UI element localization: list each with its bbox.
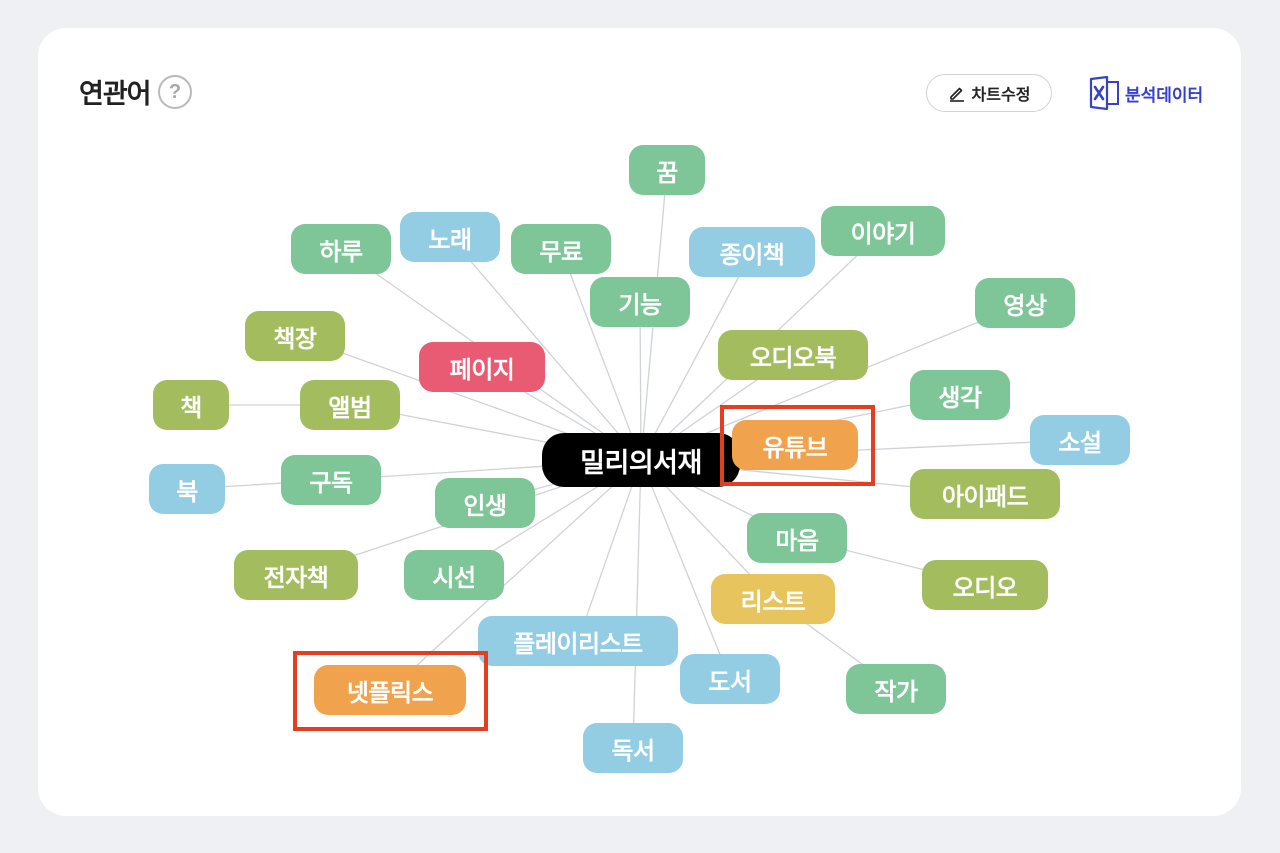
word-node-netflix[interactable]: 넷플릭스 (314, 665, 466, 715)
word-node-haru[interactable]: 하루 (291, 224, 391, 274)
word-node-maeum[interactable]: 마음 (747, 513, 847, 563)
word-node-jongichaek[interactable]: 종이책 (689, 227, 815, 277)
word-node-chaek[interactable]: 책 (153, 380, 229, 430)
word-node-jeonjachaek[interactable]: 전자책 (234, 550, 358, 600)
highlight-box-youtube (720, 405, 875, 486)
word-node-muryo[interactable]: 무료 (511, 224, 611, 274)
word-node-gudok[interactable]: 구독 (281, 455, 381, 505)
word-node-yeongsang[interactable]: 영상 (975, 278, 1075, 328)
pencil-icon (949, 87, 964, 102)
word-node-audio[interactable]: 오디오 (922, 560, 1048, 610)
word-node-playlist[interactable]: 플레이리스트 (478, 616, 678, 666)
word-node-soseol[interactable]: 소설 (1030, 415, 1130, 465)
word-node-kkum[interactable]: 꿈 (629, 145, 705, 195)
edge-center-doseo (640, 459, 731, 680)
edge-center-playlist (577, 459, 642, 642)
word-node-norae[interactable]: 노래 (400, 212, 500, 262)
word-node-jakga[interactable]: 작가 (846, 664, 946, 714)
word-node-list[interactable]: 리스트 (711, 574, 835, 624)
word-node-gineung[interactable]: 기능 (590, 277, 690, 327)
word-node-siseon[interactable]: 시선 (404, 550, 504, 600)
analysis-data-label: 분석데이터 (1125, 85, 1204, 106)
word-node-buk[interactable]: 북 (149, 464, 225, 514)
excel-icon (1089, 76, 1119, 110)
edge-center-jongichaek (640, 251, 753, 461)
edit-chart-label: 차트수정 (971, 85, 1031, 104)
word-node-page[interactable]: 페이지 (419, 342, 545, 392)
analysis-data-link[interactable]: 분석데이터 (1087, 76, 1203, 110)
word-node-ipad[interactable]: 아이패드 (910, 469, 1060, 519)
word-node-dokseo[interactable]: 독서 (583, 723, 683, 773)
help-icon[interactable]: ? (158, 75, 192, 109)
word-node-album[interactable]: 앨범 (300, 380, 400, 430)
center-node[interactable]: 밀리의서재 (542, 433, 740, 487)
word-node-saenggak[interactable]: 생각 (910, 370, 1010, 420)
edge-center-norae (449, 236, 642, 461)
word-node-audiobook[interactable]: 오디오북 (718, 330, 868, 380)
edge-center-dokseo (632, 459, 642, 749)
edit-chart-button[interactable]: 차트수정 (926, 74, 1052, 112)
word-node-doseo[interactable]: 도서 (680, 654, 780, 704)
word-node-iyagi[interactable]: 이야기 (821, 206, 945, 256)
word-node-chaekjang[interactable]: 책장 (245, 311, 345, 361)
edge-center-muryo (560, 248, 642, 461)
word-node-youtube[interactable]: 유튜브 (732, 420, 858, 470)
highlight-box-netflix (293, 651, 488, 731)
word-node-insaeng[interactable]: 인생 (435, 478, 535, 528)
section-title: 연관어 (79, 79, 152, 110)
